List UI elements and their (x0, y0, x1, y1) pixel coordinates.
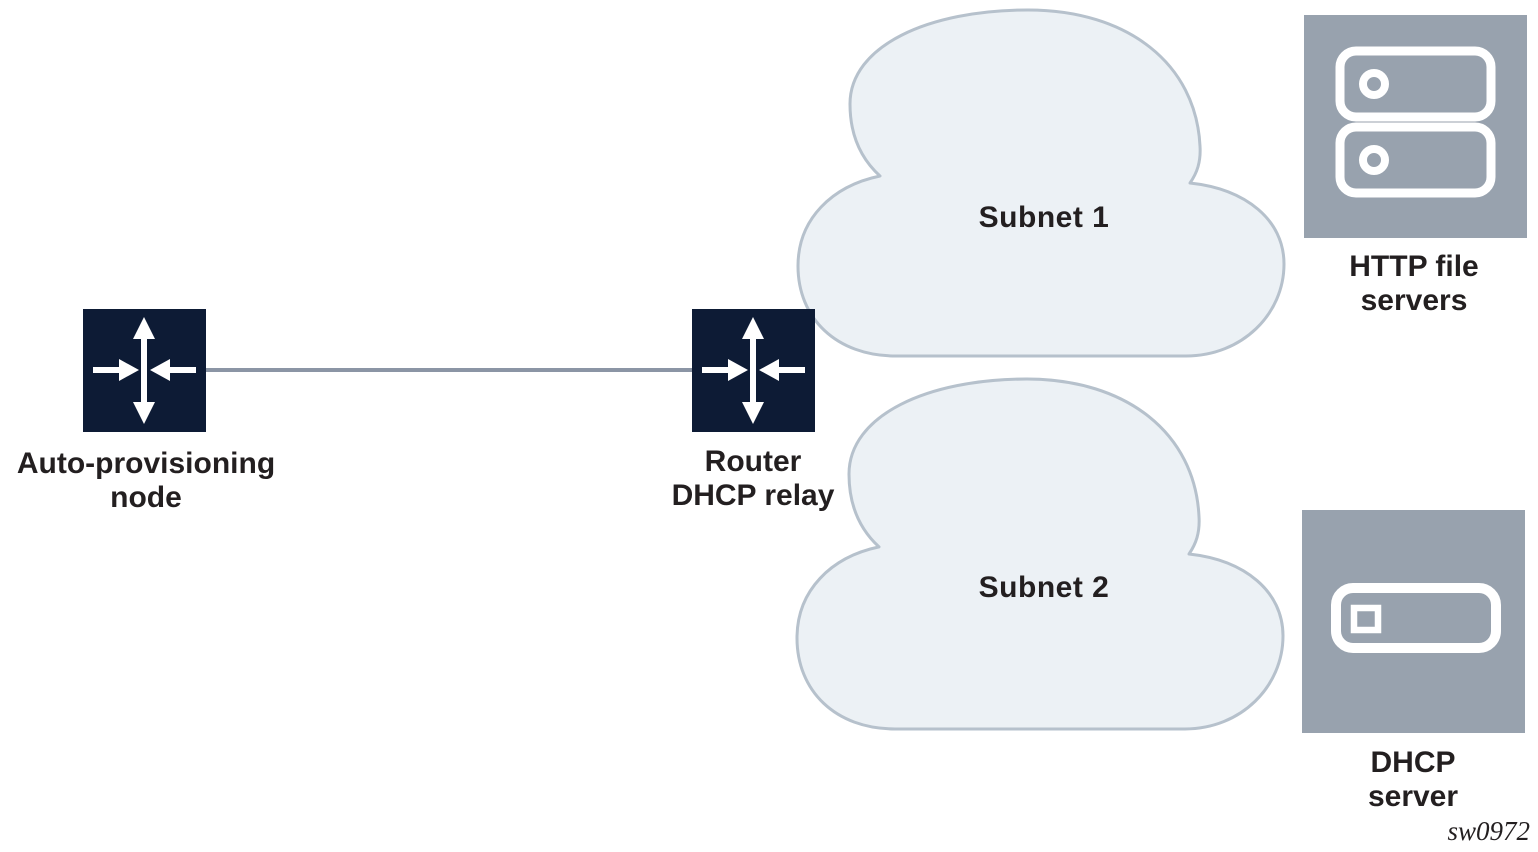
router-dhcp-relay-label: Router DHCP relay (671, 445, 835, 512)
http-file-servers-label: HTTP file servers (1349, 250, 1479, 317)
subnet2-label: Subnet 2 (978, 571, 1110, 604)
subnet1-cloud (796, 8, 1286, 358)
link-node-to-router (205, 368, 693, 372)
router-arrows-icon (702, 317, 805, 424)
dhcp-server-label: DHCP server (1367, 746, 1459, 813)
http-file-servers-icon (1304, 15, 1527, 238)
subnet2-cloud (795, 377, 1285, 731)
server-stack-icon (1335, 46, 1496, 198)
subnet1-label: Subnet 1 (978, 201, 1110, 234)
server-unit-icon (1331, 583, 1501, 653)
router-arrows-icon (93, 317, 196, 424)
router-dhcp-relay-icon (692, 309, 815, 432)
auto-provisioning-node-label: Auto-provisioning node (16, 447, 276, 514)
auto-provisioning-node-icon (83, 309, 206, 432)
dhcp-server-icon (1302, 510, 1525, 733)
figure-id: sw0972 (1447, 816, 1530, 846)
